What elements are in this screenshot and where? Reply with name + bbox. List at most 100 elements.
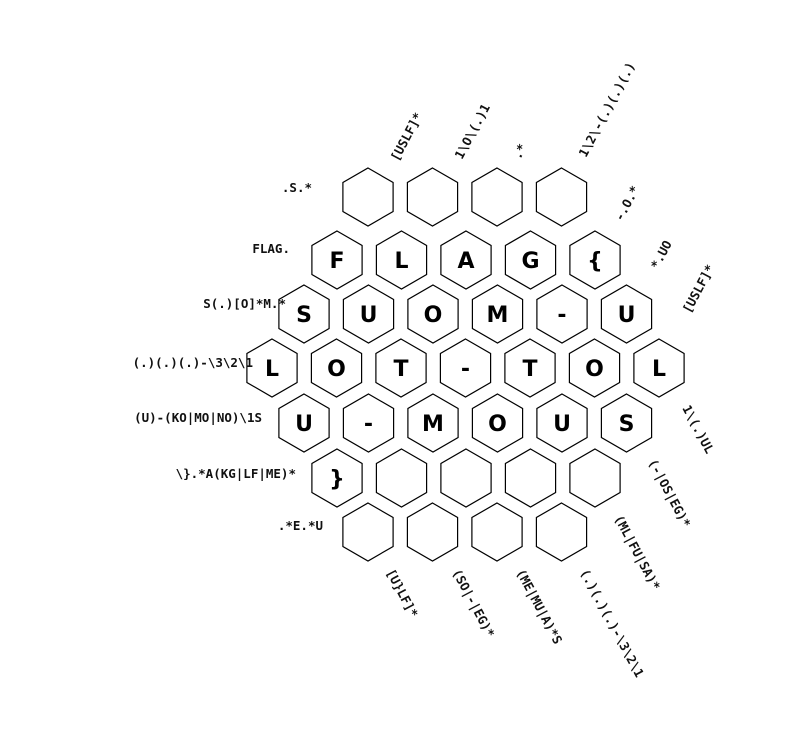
hex-outline — [471, 284, 524, 344]
hex-outline — [375, 338, 427, 398]
hex-outline — [535, 502, 588, 562]
hex-cell[interactable]: A — [440, 230, 492, 290]
cell-letter: L — [652, 357, 666, 382]
hex-cell[interactable]: F — [311, 230, 363, 290]
cell-letter: O — [488, 412, 507, 437]
left-clue: (U)-(KO|MO|NO)\1S — [134, 410, 262, 425]
hex-cell[interactable]: L — [246, 338, 298, 398]
hex-outline — [342, 393, 395, 453]
hex-outline — [407, 393, 459, 453]
hex-outline — [504, 448, 557, 508]
hex-cell[interactable] — [471, 167, 523, 227]
hex-outline — [504, 338, 556, 398]
hex-outline — [569, 230, 621, 290]
hex-cell[interactable]: M — [407, 393, 459, 453]
hex-outline — [471, 502, 523, 562]
hex-outline — [440, 230, 492, 290]
top-clue: 1\O\(.)1 — [451, 101, 493, 161]
hex-cell[interactable]: O — [568, 338, 621, 398]
hex-cell[interactable]: U — [278, 393, 330, 453]
hex-cell[interactable]: T — [504, 338, 556, 398]
cell-letter: S — [619, 412, 635, 437]
hex-cell[interactable]: L — [375, 230, 428, 290]
cell-letter: M — [487, 303, 509, 328]
cell-letter: - — [461, 357, 470, 382]
hex-cell[interactable] — [440, 448, 492, 508]
hex-cell[interactable] — [342, 502, 394, 562]
hex-cell[interactable]: - — [536, 284, 588, 344]
hex-outline — [246, 338, 298, 398]
hex-outline — [569, 448, 621, 508]
hex-cell[interactable]: U — [600, 284, 653, 344]
hex-outline — [536, 284, 588, 344]
hex-cell[interactable]: L — [633, 338, 685, 398]
hex-outline — [600, 393, 653, 453]
hex-outline — [568, 338, 621, 398]
bottom-clue: (-|OS|EG)* — [645, 456, 694, 529]
cell-letter: O — [327, 357, 346, 382]
hex-outline — [310, 338, 363, 398]
hex-cell[interactable] — [535, 167, 588, 227]
hex-cell[interactable]: S — [600, 393, 653, 453]
left-clue: FLAG. — [252, 241, 290, 256]
hex-outline — [342, 284, 395, 344]
left-clue: .S.* — [282, 180, 312, 195]
bottom-clue: 1\(.)UL — [679, 402, 717, 456]
hex-cell[interactable] — [569, 448, 621, 508]
left-clue: S(.)[O]*M.* — [203, 296, 286, 311]
hex-cell[interactable] — [375, 448, 428, 508]
hex-cell[interactable]: T — [375, 338, 427, 398]
hex-cell[interactable]: O — [471, 393, 524, 453]
hex-outline — [406, 167, 459, 227]
hex-outline — [311, 448, 363, 508]
top-clue: [USLF]* — [387, 110, 425, 164]
hex-cell[interactable]: - — [439, 338, 492, 398]
hex-outline — [600, 284, 653, 344]
left-clue: \}.*A(KG|LF|ME)* — [176, 466, 296, 481]
hex-cell[interactable]: S — [278, 284, 330, 344]
hex-outline — [342, 167, 394, 227]
cell-letter: O — [585, 357, 604, 382]
hex-cell[interactable] — [504, 448, 557, 508]
cell-letter: T — [393, 357, 408, 382]
bottom-clue: (ML|FU|SA)* — [611, 512, 663, 592]
hex-outline — [311, 230, 363, 290]
cell-letter: S — [296, 303, 312, 328]
cell-letter: U — [618, 303, 636, 328]
hex-cell[interactable] — [342, 167, 394, 227]
cell-letter: L — [265, 357, 279, 382]
hex-outline — [471, 167, 523, 227]
cell-letter: O — [424, 303, 443, 328]
hex-cell[interactable]: O — [407, 284, 459, 344]
hex-outline — [633, 338, 685, 398]
hex-cell[interactable] — [406, 502, 459, 562]
cell-letter: U — [295, 412, 313, 437]
hex-outline — [278, 393, 330, 453]
hex-outline — [440, 448, 492, 508]
hex-cell[interactable]: U — [536, 393, 588, 453]
cell-letter: T — [522, 357, 537, 382]
hex-cell[interactable] — [406, 167, 459, 227]
hex-cell[interactable]: U — [342, 284, 395, 344]
hex-cell[interactable]: - — [342, 393, 395, 453]
hex-outline — [439, 338, 492, 398]
hex-cell[interactable]: O — [310, 338, 363, 398]
hex-cell[interactable]: } — [311, 448, 363, 508]
bottom-clue: (.)(.)(.)-\3\2\1 — [577, 566, 647, 679]
cell-letter: U — [360, 303, 378, 328]
hex-cell[interactable] — [535, 502, 588, 562]
hex-outline — [375, 448, 428, 508]
hex-outline — [504, 230, 557, 290]
bottom-clue: (SO|-|EG)* — [449, 566, 498, 639]
hex-outline — [407, 284, 459, 344]
hex-cell[interactable]: M — [471, 284, 524, 344]
cell-letter: A — [457, 249, 474, 274]
hex-cell[interactable]: G — [504, 230, 557, 290]
hex-cell[interactable] — [471, 502, 523, 562]
hex-cell[interactable]: { — [569, 230, 621, 290]
left-clue: .*E.*U — [278, 518, 323, 533]
hex-outline — [471, 393, 524, 453]
bottom-clue: (ME|MU|A)*S — [513, 566, 565, 646]
cell-letter: } — [329, 467, 345, 492]
